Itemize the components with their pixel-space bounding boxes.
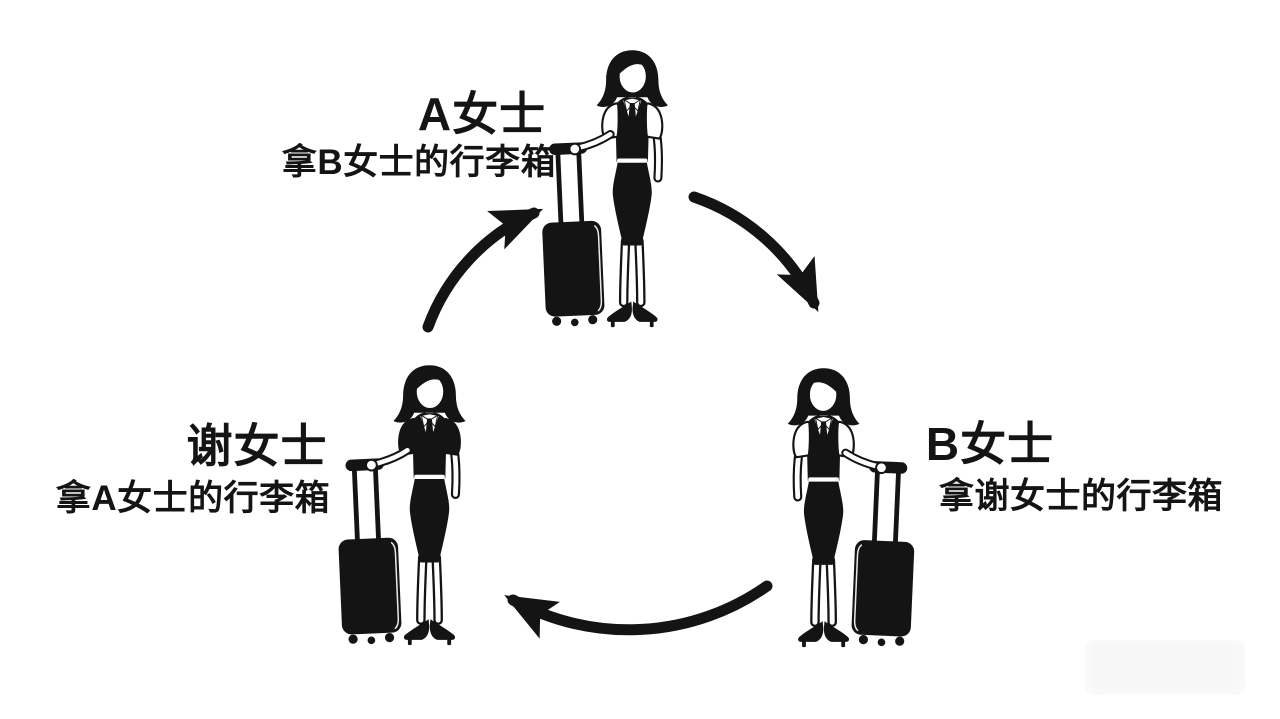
arrow-xie-to-a	[422, 207, 544, 333]
arrow-a-to-b	[688, 191, 820, 312]
node-a-subtitle: 拿B女士的行李箱	[281, 143, 557, 182]
arrow-b-to-xie	[504, 580, 773, 639]
figure-b-woman-with-suitcase-icon	[780, 363, 915, 650]
node-b-subtitle: 拿谢女士的行李箱	[938, 477, 1224, 516]
watermark	[1085, 640, 1245, 695]
node-a-title: A女士	[417, 88, 547, 140]
node-b-title: B女士	[925, 418, 1055, 470]
figure-a-woman-with-suitcase-icon	[542, 45, 675, 330]
node-xie-title: 谢女士	[186, 420, 328, 472]
figure-xie-woman-with-suitcase-icon	[338, 360, 473, 648]
node-xie-subtitle: 拿A女士的行李箱	[55, 479, 331, 518]
